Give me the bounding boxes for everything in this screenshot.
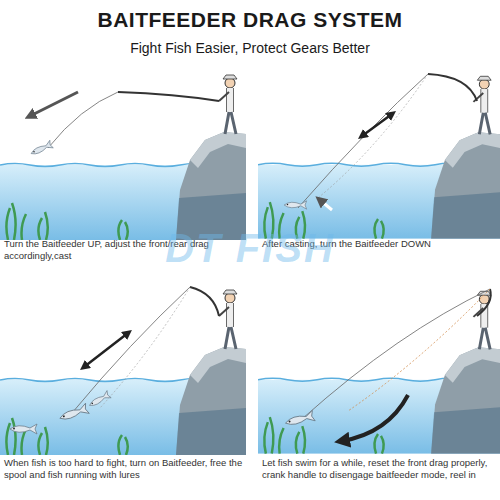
step-panel: Turn the Baitfeeder UP, adjust the front…: [0, 68, 246, 268]
caption-area: When fish is too hard to fight, turn on …: [4, 457, 244, 480]
panel-art: [0, 68, 246, 240]
reel-in-arrow: [342, 395, 408, 441]
double-arrow: [84, 333, 128, 367]
step-caption: Turn the Baitfeeder UP, adjust the front…: [4, 238, 244, 261]
fishing-line: [318, 74, 428, 198]
panel-art: [258, 284, 500, 453]
fishing-rod: [118, 92, 219, 101]
fishing-line: [72, 287, 190, 413]
step-panel: Let fish swim for a while, reset the fro…: [258, 283, 500, 500]
scene: [0, 68, 246, 240]
fishing-rod: [428, 74, 477, 101]
fish: [10, 424, 37, 434]
fishing-rod: [190, 287, 219, 316]
motion-arrow: [320, 200, 332, 210]
scene: [258, 69, 500, 238]
fish: [284, 410, 315, 428]
fish: [58, 403, 89, 423]
fish: [88, 391, 112, 409]
step-caption: Let fish swim for a while, reset the fro…: [262, 457, 498, 480]
double-arrow: [362, 114, 392, 136]
step-caption: When fish is too hard to fight, turn on …: [4, 457, 244, 480]
step-panel: After casting, turn the Baitfeeder DOWN: [258, 68, 500, 268]
caption-area: Let fish swim for a while, reset the fro…: [262, 457, 498, 480]
fishing-line: [298, 74, 428, 208]
subtitle: Fight Fish Easier, Protect Gears Better: [0, 40, 500, 56]
cast-arrow: [30, 92, 78, 116]
fishing-line: [100, 287, 190, 408]
caption-area: After casting, turn the Baitfeeder DOWN: [262, 238, 498, 250]
fishing-rod: [477, 289, 491, 316]
lure: [29, 140, 53, 157]
panel-art: [0, 283, 246, 455]
caption-area: Turn the Baitfeeder UP, adjust the front…: [4, 238, 244, 261]
scene: [258, 284, 500, 453]
panel-art: [258, 69, 500, 238]
title: BAITFEEDER DRAG SYSTEM: [0, 8, 500, 32]
fishing-line: [302, 289, 490, 419]
step-caption: After casting, turn the Baitfeeder DOWN: [262, 238, 498, 250]
scene: [0, 283, 246, 455]
step-panel: When fish is too hard to fight, turn on …: [0, 283, 246, 500]
lure: [284, 201, 307, 209]
fishing-line: [348, 289, 490, 411]
